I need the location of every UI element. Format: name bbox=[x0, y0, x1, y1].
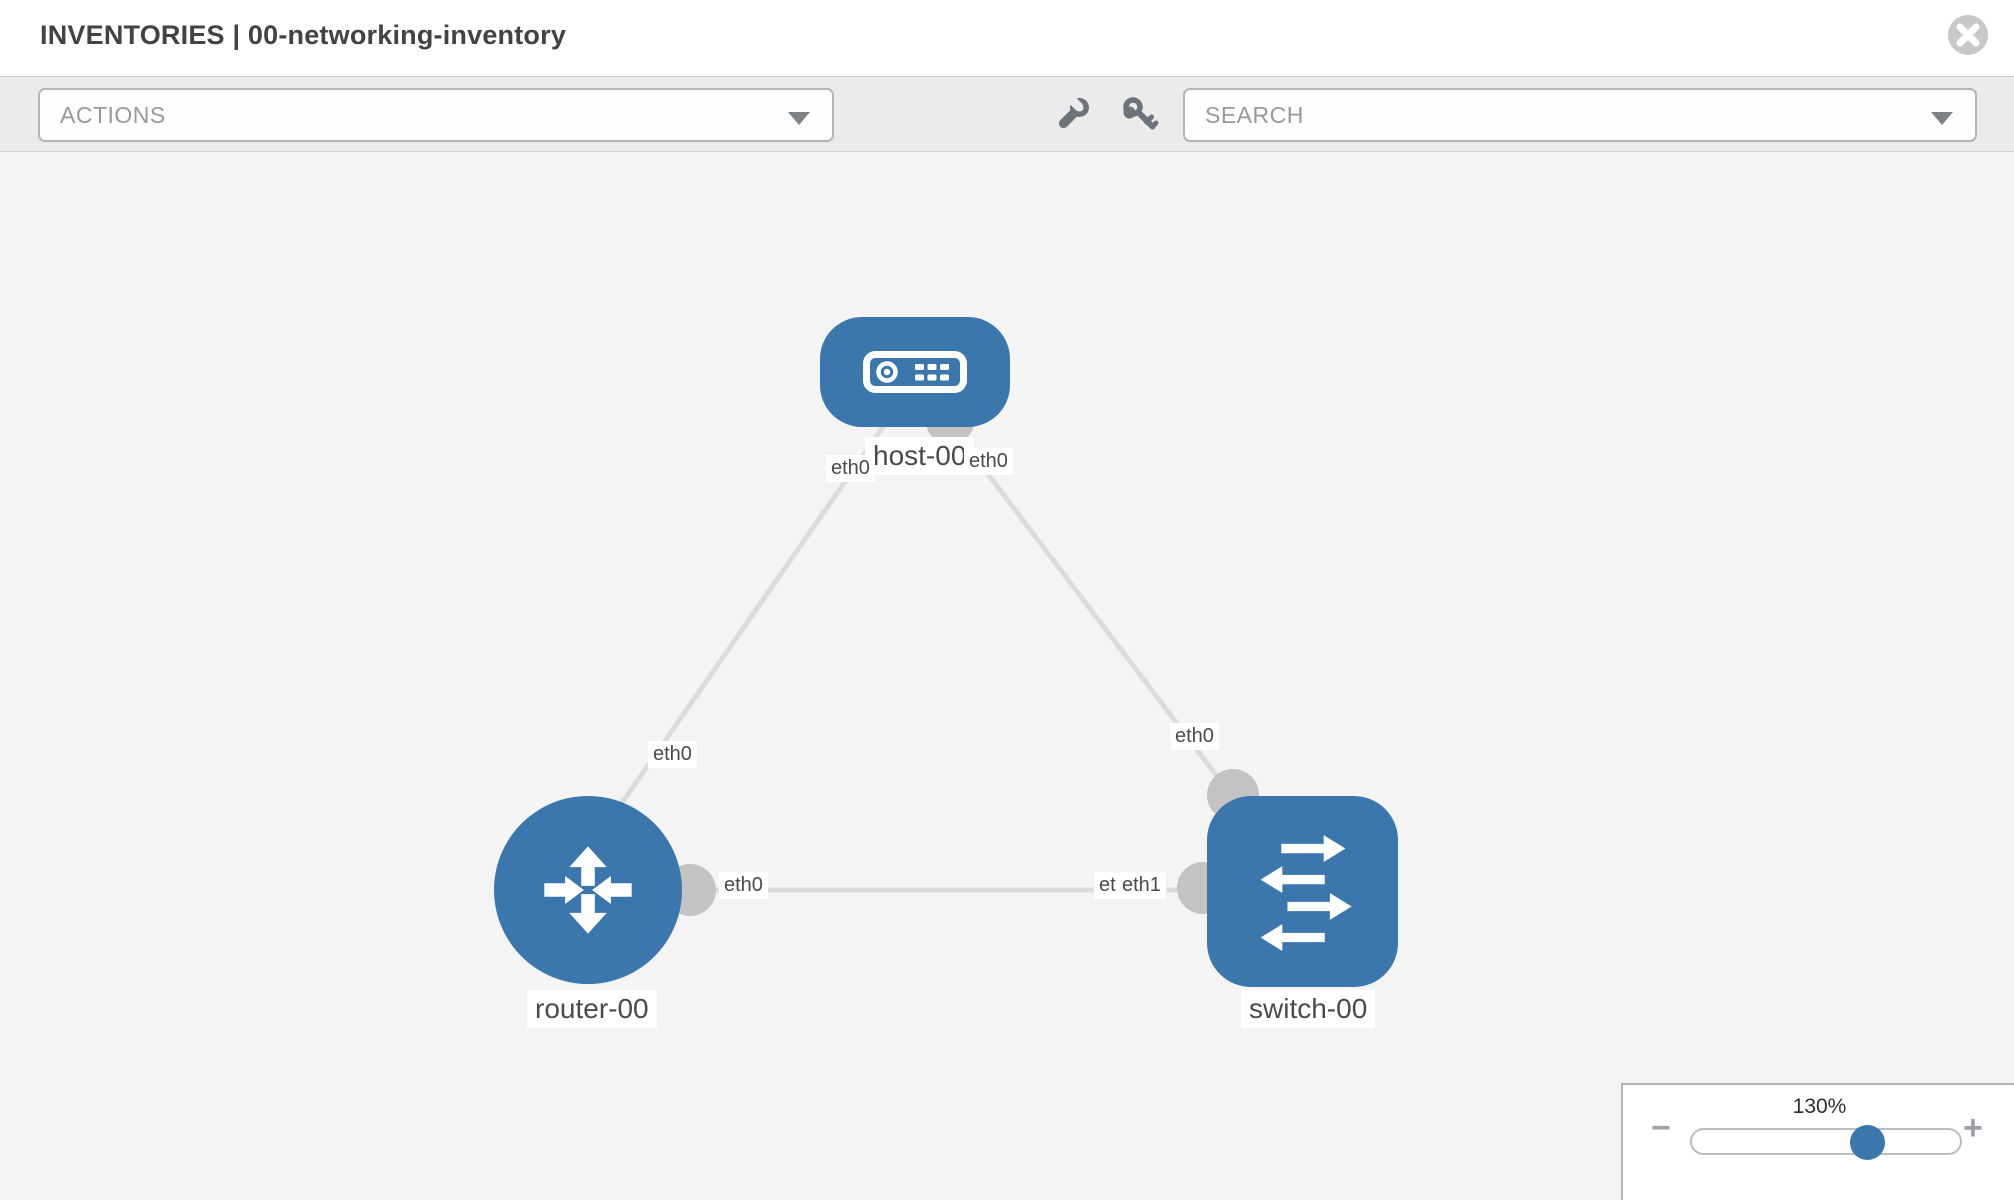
key-icon[interactable] bbox=[1120, 95, 1160, 135]
header: INVENTORIES | 00-networking-inventory bbox=[0, 0, 2014, 76]
zoom-panel: 130% − + bbox=[1621, 1083, 2014, 1200]
close-icon bbox=[1948, 15, 1988, 55]
switch-icon bbox=[1260, 834, 1352, 951]
node-host-00[interactable] bbox=[820, 317, 1010, 427]
port-label-router-switch-eth0: eth0 bbox=[719, 872, 768, 899]
port-label-host-eth0-right: eth0 bbox=[964, 448, 1013, 475]
node-switch-00[interactable] bbox=[1207, 796, 1398, 987]
actions-dropdown-label: ACTIONS bbox=[60, 101, 166, 128]
actions-dropdown[interactable]: ACTIONS bbox=[38, 88, 834, 142]
search-dropdown-label: SEARCH bbox=[1205, 101, 1304, 128]
node-label-host: host-00 bbox=[865, 437, 975, 475]
port-label-router-host-eth0: eth0 bbox=[648, 741, 697, 768]
page-title: INVENTORIES | 00-networking-inventory bbox=[40, 20, 567, 50]
wrench-icon[interactable] bbox=[1052, 95, 1092, 135]
search-dropdown[interactable]: SEARCH bbox=[1183, 88, 1977, 142]
node-label-switch: switch-00 bbox=[1241, 990, 1376, 1028]
zoom-slider-knob[interactable] bbox=[1850, 1125, 1885, 1160]
topology-canvas[interactable]: host-00 router-00 switch-00 eth0 eth0 et… bbox=[0, 152, 2014, 1200]
chevron-down-icon bbox=[788, 112, 810, 125]
host-icon bbox=[863, 351, 967, 393]
toolbar: ACTIONS SEARCH bbox=[0, 76, 2014, 152]
zoom-out-button[interactable]: − bbox=[1651, 1109, 1671, 1147]
port-label-switch-eth1: eth1 bbox=[1117, 872, 1166, 899]
node-label-router: router-00 bbox=[527, 990, 657, 1028]
zoom-value: 130% bbox=[1792, 1095, 1847, 1118]
port-label-host-eth0-left: eth0 bbox=[826, 455, 875, 482]
close-button[interactable] bbox=[1947, 14, 1989, 56]
router-icon bbox=[544, 846, 632, 934]
zoom-in-button[interactable]: + bbox=[1963, 1109, 1983, 1147]
port-label-host-switch-eth0: eth0 bbox=[1170, 723, 1219, 750]
links-layer bbox=[607, 422, 1280, 893]
node-router-00[interactable] bbox=[494, 796, 682, 984]
chevron-down-icon bbox=[1931, 112, 1953, 125]
zoom-slider-track[interactable] bbox=[1690, 1125, 1962, 1160]
